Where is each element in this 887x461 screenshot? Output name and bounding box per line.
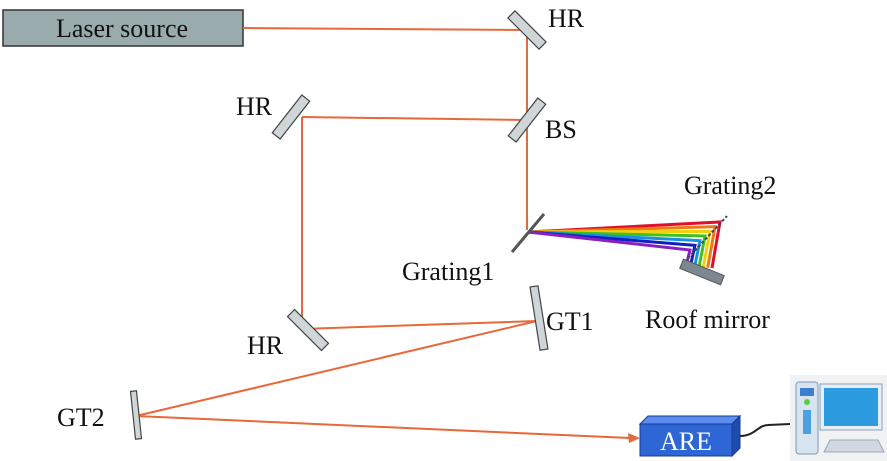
bs-label: BS [545, 115, 577, 144]
grating1-label: Grating1 [402, 257, 494, 286]
laser-source: Laser source [2, 9, 244, 47]
spectrum-ray [527, 230, 707, 268]
mirror-gt2 [129, 390, 143, 440]
spectrum-ray [527, 229, 712, 268]
beam-gt1-to-gt2 [135, 320, 538, 417]
laser-source-label: Laser source [56, 14, 188, 43]
spectrum-ray [527, 230, 702, 267]
are-module: ARE [638, 414, 742, 458]
mirror-hr-top [507, 10, 547, 50]
spectrum-ray [527, 230, 697, 267]
grating-1 [510, 213, 546, 253]
beam-bs-to-hr [301, 116, 528, 121]
cable [739, 423, 791, 437]
mirror-gt1 [529, 285, 549, 351]
roof-mirror-label: Roof mirror [645, 305, 770, 334]
hr-left-label: HR [236, 92, 273, 121]
gt2-label: GT2 [57, 403, 105, 432]
mirror-bs [507, 97, 547, 143]
dispersed-spectrum [527, 220, 722, 269]
arrowhead-icon [628, 433, 640, 443]
beam-hr-to-gt1 [301, 320, 538, 330]
hr-top-label: HR [548, 4, 585, 33]
beam-paths [135, 27, 640, 443]
are-label: ARE [660, 427, 712, 456]
mirror-hr-bottom [286, 308, 330, 352]
grating2-label: Grating2 [684, 171, 776, 200]
spectrum-ray [527, 220, 722, 269]
beam-laser-to-hr [242, 27, 528, 31]
mirror-hr-left [271, 94, 311, 140]
computer-icon [790, 375, 887, 461]
hr-bottom-label: HR [247, 331, 284, 360]
grating-2 [687, 215, 728, 259]
beam-gt2-to-are [135, 415, 631, 439]
roof-mirror [679, 258, 725, 286]
spectrum-ray [527, 225, 717, 268]
gt1-label: GT1 [546, 307, 594, 336]
